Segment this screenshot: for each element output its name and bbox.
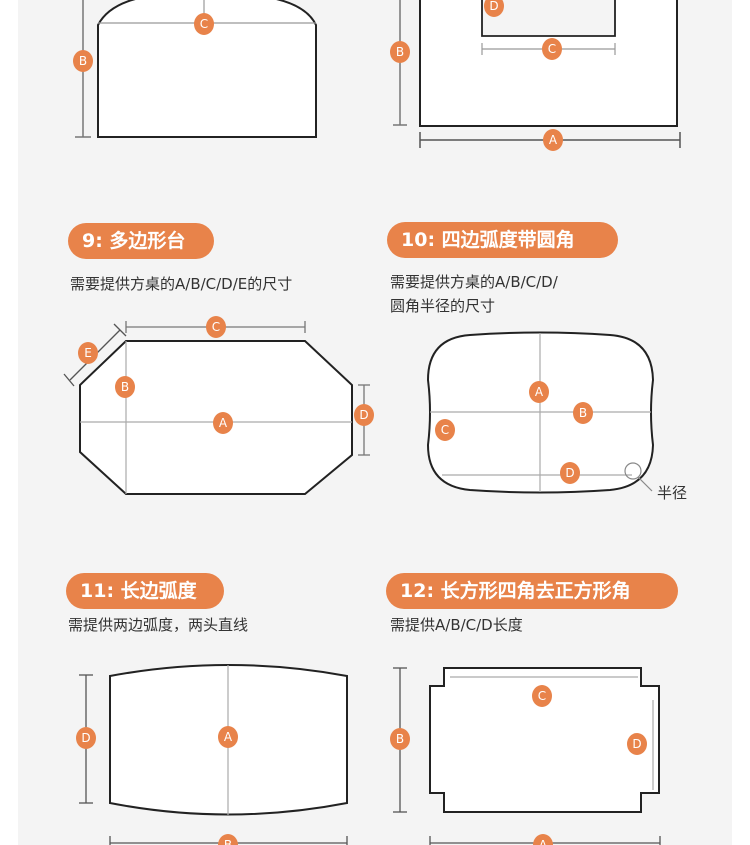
dimension-marker-9-c: C (206, 316, 226, 338)
dimension-marker-7-b: B (73, 50, 93, 72)
dimension-marker-8-d: D (484, 0, 504, 17)
dimension-marker-10-d: D (560, 462, 580, 484)
svg-text:C: C (200, 17, 208, 31)
svg-text:D: D (81, 731, 90, 745)
svg-text:D: D (489, 0, 498, 13)
svg-text:A: A (219, 416, 228, 430)
svg-text:A: A (549, 133, 558, 147)
section-9-description: 需要提供方桌的A/B/C/D/E的尺寸 (70, 275, 293, 293)
svg-text:B: B (121, 380, 129, 394)
shape-8-inset-table (393, 0, 681, 148)
dimension-marker-8-b: B (390, 41, 410, 63)
dimension-marker-11-b: B (218, 834, 238, 845)
svg-text:D: D (565, 466, 574, 480)
svg-text:B: B (396, 45, 404, 59)
svg-text:C: C (441, 423, 449, 437)
svg-text:B: B (224, 838, 232, 845)
shape-9-polygon-table (63, 321, 370, 495)
dimension-marker-12-c: C (532, 685, 552, 707)
shape-7-dome-table (75, 0, 317, 138)
dimension-marker-12-d: D (627, 733, 647, 755)
svg-text:C: C (548, 42, 556, 56)
svg-text:D: D (632, 737, 641, 751)
section-10-description-line-2: 圆角半径的尺寸 (390, 297, 496, 315)
section-10-description-line-1: 需要提供方桌的A/B/C/D/ (390, 273, 558, 291)
dimension-marker-10-a: A (529, 381, 549, 403)
svg-text:C: C (212, 320, 220, 334)
radius-label: 半径 (657, 484, 688, 502)
dimension-marker-9-d: D (354, 404, 374, 426)
section-11-description: 需提供两边弧度，两头直线 (68, 616, 249, 634)
section-9-title: 9: 多边形台 (68, 223, 214, 259)
svg-text:C: C (538, 689, 546, 703)
dimension-marker-10-b: B (573, 402, 593, 424)
dimension-marker-11-d: D (76, 727, 96, 749)
dimension-marker-12-b: B (390, 728, 410, 750)
shape-12-notched-rectangle-table (393, 667, 661, 845)
shape-10-rounded-arc-table (426, 331, 655, 494)
dimension-marker-8-a: A (543, 129, 563, 151)
dimension-marker-11-a: A (218, 726, 238, 748)
section-10-title: 10: 四边弧度带圆角 (387, 222, 618, 258)
section-11-title: 11: 长边弧度 (66, 573, 224, 609)
svg-text:A: A (539, 838, 548, 845)
svg-text:D: D (359, 408, 368, 422)
dimension-marker-10-c: C (435, 419, 455, 441)
dimension-marker-9-a: A (213, 412, 233, 434)
shape-11-long-arc-table (79, 664, 348, 845)
svg-text:E: E (84, 346, 92, 360)
section-12-title: 12: 长方形四角去正方形角 (386, 573, 678, 609)
svg-text:B: B (396, 732, 404, 746)
svg-text:A: A (535, 385, 544, 399)
dimension-marker-9-e: E (78, 342, 98, 364)
svg-text:A: A (224, 730, 233, 744)
dimension-marker-9-b: B (115, 376, 135, 398)
dimension-marker-8-c: C (542, 38, 562, 60)
dimension-marker-7-c: C (194, 13, 214, 35)
section-12-description: 需提供A/B/C/D长度 (390, 616, 523, 634)
svg-text:B: B (579, 406, 587, 420)
dimension-marker-12-a: A (533, 834, 553, 845)
svg-text:B: B (79, 54, 87, 68)
